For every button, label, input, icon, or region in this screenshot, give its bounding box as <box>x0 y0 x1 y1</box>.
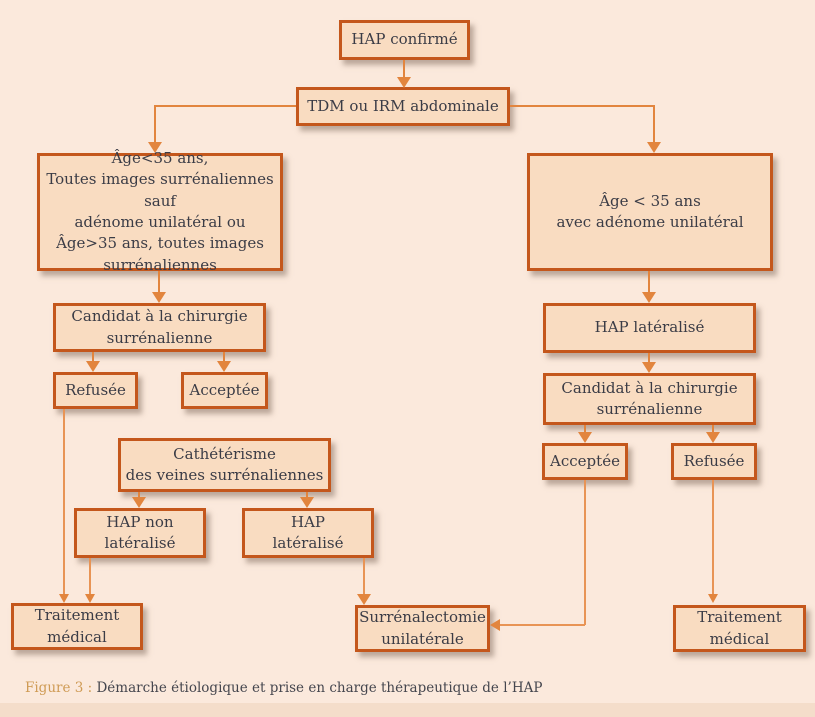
figure-caption-label: Figure 3 : <box>25 680 93 696</box>
node-traitement-medical-right: Traitement médical <box>673 605 806 652</box>
figure-caption-text: Démarche étiologique et prise en charge … <box>92 680 543 696</box>
connector-hapnon-traitement-arrowhead <box>85 594 95 603</box>
connector-tdm-left-hline <box>155 105 296 107</box>
connector-hapnon-traitement-line <box>89 558 91 595</box>
page-bottom-strip <box>0 703 815 717</box>
connector-rightrefusee-traitement-arrowhead <box>708 594 718 603</box>
node-surrenalectomie: Surrénalectomie unilatérale <box>355 605 490 652</box>
figure-caption: Figure 3 : Démarche étiologique et prise… <box>25 680 542 696</box>
node-left-acceptee: Acceptée <box>181 372 268 409</box>
connector-leftcriteria-candidat-arrowhead <box>152 292 166 303</box>
node-hap-lateralise-left: HAP latéralisé <box>242 508 374 558</box>
connector-rightcriteria-haplat-arrowhead <box>642 292 656 303</box>
connector-rightacceptee-surrenalectomie-hline <box>499 624 585 626</box>
node-left-candidat-chirurgie: Candidat à la chirurgie surrénalienne <box>53 303 266 352</box>
connector-tdm-left-arrowhead <box>148 142 162 153</box>
node-left-criteria: Âge<35 ans, Toutes images surrénaliennes… <box>37 149 283 274</box>
node-left-refusee: Refusée <box>53 372 138 409</box>
node-hap-non-lateralise: HAP non latéralisé <box>74 508 206 558</box>
connector-hapconfirme-tdm-line <box>403 60 405 79</box>
connector-rightcandidat-acceptee-arrowhead <box>578 432 592 443</box>
node-right-refusee: Refusée <box>671 443 757 480</box>
connector-rightcandidat-refusee-line <box>712 425 714 434</box>
connector-rightacceptee-surrenalectomie-vline <box>584 480 586 625</box>
connector-leftcandidat-refusee-line <box>92 352 94 362</box>
connector-tdm-right-hline <box>510 105 655 107</box>
connector-leftcandidat-refusee-arrowhead <box>86 361 100 372</box>
node-traitement-medical-left: Traitement médical <box>11 603 143 650</box>
node-right-acceptee: Acceptée <box>542 443 628 480</box>
node-tdm-irm-abdominale: TDM ou IRM abdominale <box>296 87 510 126</box>
connector-leftcriteria-candidat-line <box>158 271 160 293</box>
connector-leftrefusee-traitement-line <box>63 409 65 595</box>
node-catheterisme: Cathétérisme des veines surrénaliennes <box>118 438 331 492</box>
connector-tdm-right-vline <box>653 105 655 142</box>
connector-leftcandidat-acceptee-line <box>223 352 225 362</box>
connector-tdm-right-arrowhead <box>647 142 661 153</box>
node-hap-confirme: HAP confirmé <box>339 20 470 60</box>
connector-rightcandidat-refusee-arrowhead <box>706 432 720 443</box>
connector-haplatright-candidat-arrowhead <box>642 362 656 373</box>
connector-leftcandidat-acceptee-arrowhead <box>217 361 231 372</box>
node-right-candidat-chirurgie: Candidat à la chirurgie surrénalienne <box>543 373 756 425</box>
connector-cath-hapnon-arrowhead <box>132 497 146 508</box>
connector-haplatleft-surrenalectomie-line <box>363 558 365 596</box>
connector-haplatleft-surrenalectomie-arrowhead <box>357 594 371 605</box>
connector-cath-hapnon-line <box>138 492 140 499</box>
connector-rightacceptee-surrenalectomie-arrowhead <box>490 619 500 631</box>
connector-cath-haplat-line <box>306 492 308 499</box>
connector-hapconfirme-tdm-arrowhead <box>397 77 411 88</box>
connector-rightcriteria-haplat-line <box>648 271 650 293</box>
connector-rightrefusee-traitement-line <box>712 480 714 595</box>
connector-haplatright-candidat-line <box>648 353 650 363</box>
connector-rightcandidat-acceptee-line <box>584 425 586 434</box>
connector-tdm-left-vline <box>154 105 156 142</box>
connector-cath-haplat-arrowhead <box>300 497 314 508</box>
connector-leftrefusee-traitement-arrowhead <box>59 594 69 603</box>
node-right-criteria: Âge < 35 ans avec adénome unilatéral <box>527 153 773 271</box>
node-hap-lateralise-right: HAP latéralisé <box>543 303 756 353</box>
